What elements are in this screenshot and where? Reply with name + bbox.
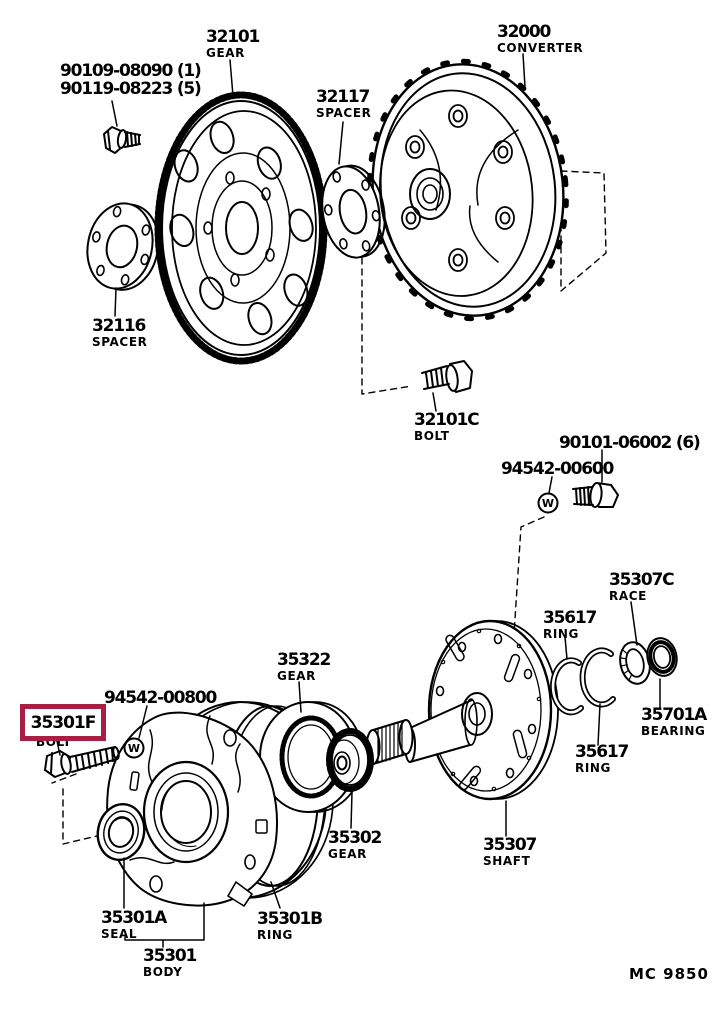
part-number: 35302 — [328, 828, 382, 848]
drive-gear-32101-drawing — [154, 91, 328, 365]
leader-lines — [56, 53, 661, 948]
dashed-alignment-lines — [51, 170, 607, 845]
label-converter-32000[interactable]: 32000 CONVERTER — [497, 22, 584, 56]
part-caption: RING — [257, 928, 293, 943]
label-gear-32101[interactable]: 32101 GEAR — [206, 27, 260, 61]
part-caption: GEAR — [206, 46, 245, 61]
part-caption: SEAL — [101, 927, 138, 942]
part-number: 35617 — [575, 742, 629, 762]
part-caption: BODY — [143, 965, 183, 980]
label-spacer-32117[interactable]: 32117 SPACER — [316, 87, 372, 121]
part-caption: RING — [575, 761, 611, 776]
part-number: 94542-00600 — [501, 459, 614, 479]
bolt-90109-drawing — [103, 126, 141, 154]
part-caption: BOLT — [414, 429, 450, 444]
figure-code: MC 9850 — [629, 965, 709, 983]
label-bolt-90109[interactable]: 90109-08090 (1) 90119-08223 (5) — [60, 61, 202, 100]
part-caption: RING — [543, 627, 579, 642]
race-35307c-drawing — [619, 641, 651, 685]
part-caption: GEAR — [328, 847, 367, 862]
part-number: 94542-00800 — [104, 688, 217, 708]
label-ring-35301b[interactable]: 35301B RING — [257, 909, 323, 943]
label-bolt-90101[interactable]: 90101-06002 (6) — [559, 433, 701, 453]
label-shaft-35307[interactable]: 35307 SHAFT — [483, 835, 537, 869]
snap-ring-35617-front-drawing — [550, 657, 584, 716]
label-bearing-35701a[interactable]: 35701A BEARING — [641, 705, 707, 739]
label-bolt-32101c[interactable]: 32101C BOLT — [414, 410, 480, 444]
part-number: 32000 — [497, 22, 551, 42]
label-gear-35302[interactable]: 35302 GEAR — [328, 828, 382, 862]
seal-35301a-drawing — [96, 802, 146, 862]
part-caption: SPACER — [92, 335, 148, 350]
washer-94542-00800-symbol: W — [123, 737, 145, 759]
washer-94542-00600-symbol: W — [537, 492, 559, 514]
part-number: 32101C — [414, 410, 480, 430]
part-number: 32101 — [206, 27, 260, 47]
part-number: 90101-06002 (6) — [559, 433, 701, 453]
part-number: 35307C — [609, 570, 675, 590]
part-number: 35322 — [277, 650, 331, 670]
part-number: 35307 — [483, 835, 537, 855]
part-caption: CONVERTER — [497, 41, 584, 56]
label-washer-94542-00800[interactable]: 94542-00800 — [104, 688, 217, 708]
part-number: 35617 — [543, 608, 597, 628]
part-number: 90119-08223 (5) — [60, 79, 202, 100]
part-number: 35301 — [143, 946, 197, 966]
part-number: 32116 — [92, 316, 146, 336]
part-caption: SPACER — [316, 106, 372, 121]
label-washer-94542-00600[interactable]: 94542-00600 — [501, 459, 614, 479]
shaft-35307-cover-drawing — [404, 619, 559, 801]
spacer-32117-drawing — [321, 164, 386, 259]
part-number: 35701A — [641, 705, 707, 725]
bolt-90101-drawing — [572, 482, 619, 508]
pump-body-35301-drawing — [106, 711, 278, 907]
label-ring-35617-rear[interactable]: 35617 RING — [575, 742, 629, 776]
spacer-32116-drawing — [86, 202, 160, 291]
part-caption: GEAR — [277, 669, 316, 684]
svg-text:W: W — [128, 742, 140, 755]
part-number: 35301A — [101, 908, 167, 928]
highlighted-part-35301f[interactable]: 35301F — [20, 704, 106, 741]
snap-ring-35617-rear-drawing — [579, 647, 616, 708]
converter-32000-drawing — [367, 58, 569, 322]
bearing-35701a-drawing — [646, 637, 678, 677]
label-body-35301[interactable]: 35301 BODY — [143, 946, 197, 980]
label-ring-35617-front[interactable]: 35617 RING — [543, 608, 597, 642]
part-number: 35301F — [30, 712, 97, 733]
part-number: 32117 — [316, 87, 370, 107]
label-gear-35322[interactable]: 35322 GEAR — [277, 650, 331, 684]
svg-text:W: W — [542, 497, 554, 510]
part-caption: RACE — [609, 589, 647, 604]
bolt-32101c-drawing — [421, 360, 473, 393]
gear-35302-drawing — [326, 728, 374, 792]
label-seal-35301a[interactable]: 35301A SEAL — [101, 908, 167, 942]
bolt-35301f-drawing — [44, 746, 120, 778]
part-number: 90109-08090 (1) — [60, 61, 202, 81]
part-number: 35301B — [257, 909, 323, 929]
label-spacer-32116[interactable]: 32116 SPACER — [92, 316, 148, 350]
part-caption: SHAFT — [483, 854, 531, 869]
label-race-35307c[interactable]: 35307C RACE — [609, 570, 675, 604]
part-caption: BEARING — [641, 724, 706, 739]
